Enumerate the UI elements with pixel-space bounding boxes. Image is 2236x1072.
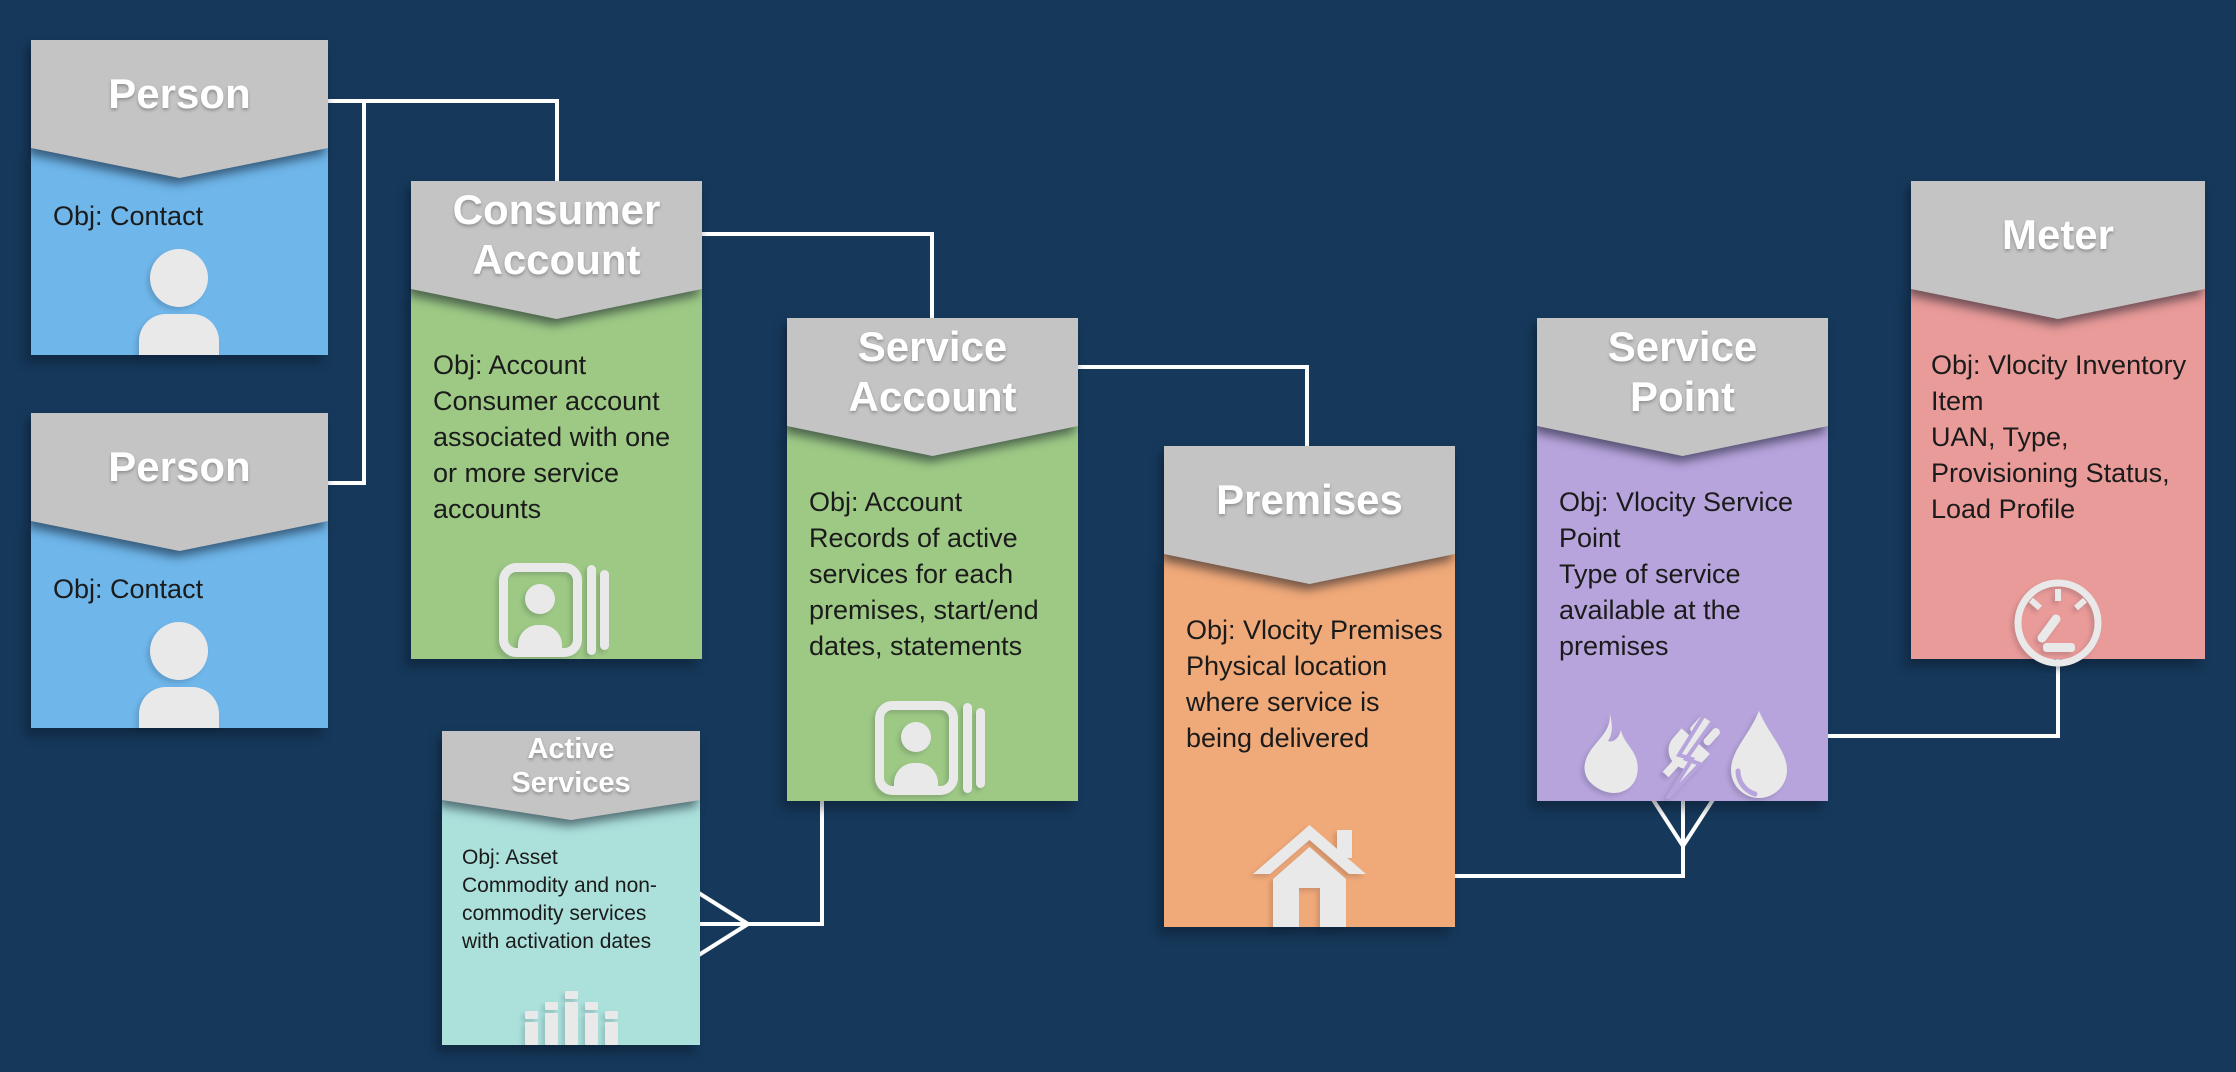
card-title: Active Services: [511, 732, 631, 799]
card-active-services: Obj: Asset Commodity and non-commodity s…: [442, 731, 700, 1045]
card-header: Active Services: [442, 731, 700, 820]
card-body: Obj: Contact: [31, 148, 328, 355]
card-header: Person: [31, 413, 328, 551]
card-person-1: Obj: Contact Person: [31, 40, 328, 355]
card-description: Obj: Account Records of active services …: [809, 487, 1039, 661]
card-title: Service Account: [848, 323, 1017, 420]
crows-foot-service-point-right: [1681, 793, 1718, 848]
card-header: Consumer Account: [411, 181, 702, 319]
water-drop-icon: [1731, 711, 1787, 798]
house-icon: [1253, 825, 1366, 927]
card-body: Obj: Account Records of active services …: [787, 426, 1078, 801]
contact-cards-icon: [875, 701, 985, 795]
card-header: Meter: [1911, 181, 2205, 319]
card-body: Obj: Asset Commodity and non-commodity s…: [442, 800, 700, 1045]
card-header: Service Account: [787, 318, 1078, 456]
card-description: Obj: Vlocity Premises Physical location …: [1186, 615, 1443, 753]
card-title: Meter: [2001, 211, 2115, 258]
utility-service-icons: [1584, 711, 1787, 799]
plug-lightning-icon: [1662, 712, 1720, 799]
card-description: Obj: Contact: [53, 574, 204, 604]
gauge-icon: [2014, 579, 2102, 667]
connector-meter-service-point: [1824, 652, 2060, 738]
person-icon: [139, 622, 219, 728]
card-service-account: Obj: Account Records of active services …: [787, 318, 1078, 801]
card-header: Premises: [1164, 446, 1455, 584]
card-person-2: Obj: Contact Person: [31, 413, 328, 728]
connector-person1-consumer-account: [322, 99, 559, 183]
person-icon: [139, 249, 219, 355]
card-header: Service Point: [1537, 318, 1828, 456]
card-title: Person: [108, 70, 251, 117]
crows-foot-service-point-left: [1648, 793, 1685, 848]
connector-service-account-premises: [1074, 365, 1309, 448]
flame-icon: [1584, 711, 1638, 793]
card-service-point: Obj: Vlocity Service Point Type of servi…: [1537, 318, 1828, 801]
connector-person2-junction: [322, 101, 366, 485]
card-description: Obj: Asset Commodity and non-commodity s…: [462, 846, 657, 953]
card-title: Premises: [1216, 476, 1403, 523]
card-meter: Obj: Vlocity Inventory Item UAN, Type, P…: [1911, 181, 2205, 667]
connector-active-services-service-account: [694, 797, 824, 926]
card-body: Obj: Contact: [31, 521, 328, 728]
card-description: Obj: Contact: [53, 201, 204, 231]
crows-foot-active-services-upper: [692, 888, 750, 926]
card-body: Obj: Account Consumer account associated…: [411, 289, 702, 659]
contact-cards-icon: [499, 563, 609, 657]
card-consumer-account: Obj: Account Consumer account associated…: [411, 181, 702, 659]
card-description: Obj: Account Consumer account associated…: [433, 350, 671, 524]
card-body: Obj: Vlocity Premises Physical location …: [1164, 554, 1455, 927]
card-title: Person: [108, 443, 251, 490]
connector-consumer-account-service-account: [698, 232, 934, 320]
bar-chart-icon: [525, 991, 618, 1045]
card-description: Obj: Vlocity Service Point Type of servi…: [1559, 487, 1794, 661]
card-header: Person: [31, 40, 328, 178]
card-body: Obj: Vlocity Service Point Type of servi…: [1537, 426, 1828, 801]
card-body: Obj: Vlocity Inventory Item UAN, Type, P…: [1911, 289, 2205, 667]
card-description: Obj: Vlocity Inventory Item UAN, Type, P…: [1931, 350, 2187, 524]
crows-foot-active-services-lower: [692, 922, 750, 960]
card-title: Service Point: [1607, 323, 1758, 420]
card-premises: Obj: Vlocity Premises Physical location …: [1164, 446, 1455, 927]
connector-service-point-premises: [1451, 795, 1685, 878]
card-title: Consumer Account: [452, 186, 661, 283]
